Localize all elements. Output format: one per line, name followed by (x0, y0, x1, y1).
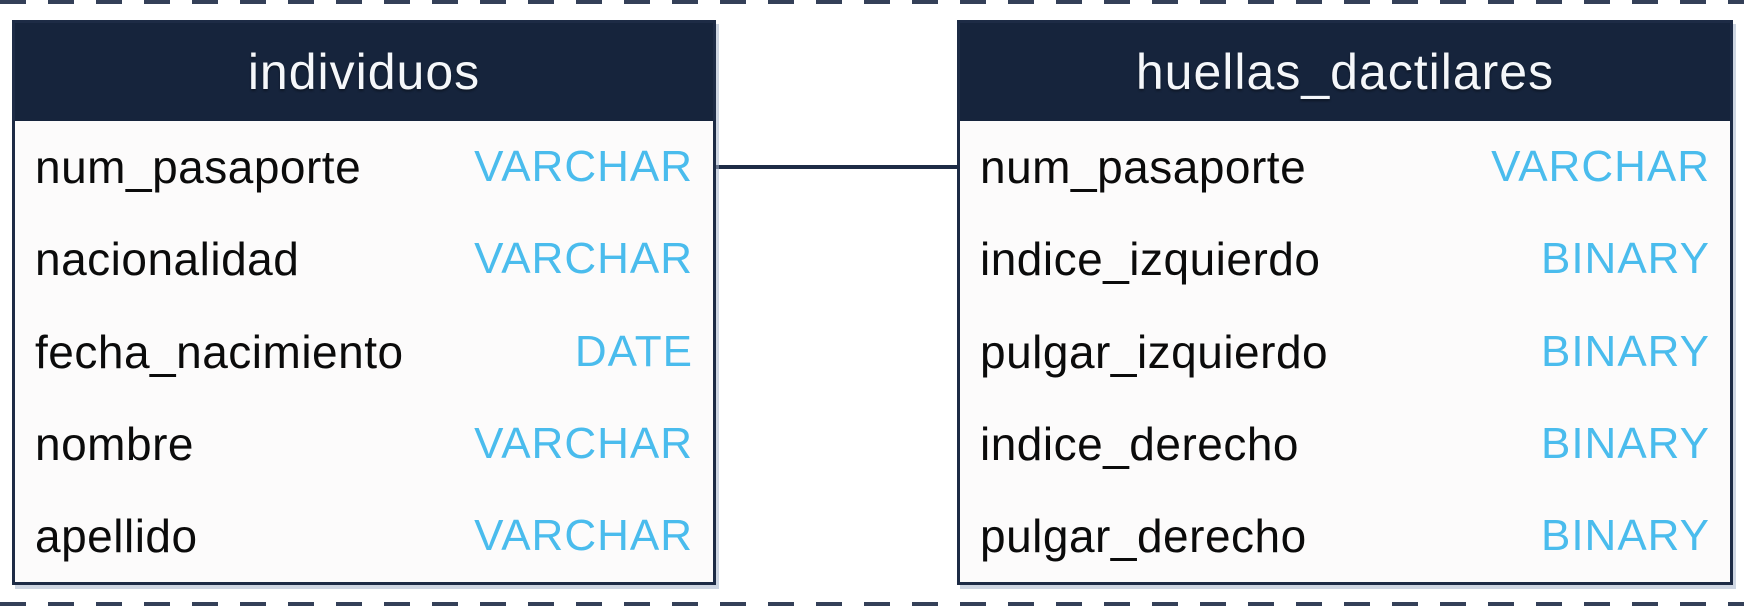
field-row-indice_izquierdo[interactable]: indice_izquierdo BINARY (960, 213, 1730, 305)
table-header-huellas-dactilares[interactable]: huellas_dactilares (960, 23, 1730, 121)
field-name: indice_derecho (980, 417, 1300, 470)
field-row-fecha_nacimiento[interactable]: fecha_nacimiento DATE (15, 305, 713, 397)
field-name: nombre (35, 417, 194, 470)
field-type: VARCHAR (1491, 142, 1710, 192)
field-name: num_pasaporte (980, 141, 1307, 194)
field-type: BINARY (1540, 418, 1710, 468)
field-name: apellido (35, 509, 198, 562)
field-row-indice_derecho[interactable]: indice_derecho BINARY (960, 398, 1730, 490)
field-row-nombre[interactable]: nombre VARCHAR (15, 398, 713, 490)
field-row-pulgar_izquierdo[interactable]: pulgar_izquierdo BINARY (960, 305, 1730, 397)
field-row-nacionalidad[interactable]: nacionalidad VARCHAR (15, 213, 713, 305)
table-huellas-dactilares[interactable]: huellas_dactilares num_pasaporte VARCHAR i… (957, 20, 1733, 585)
top-dashed-trim-line (0, 0, 1744, 4)
field-type: DATE (574, 326, 693, 376)
field-name: pulgar_izquierdo (980, 325, 1329, 378)
field-row-pulgar_derecho[interactable]: pulgar_derecho BINARY (960, 490, 1730, 582)
field-type: VARCHAR (474, 418, 693, 468)
field-name: pulgar_derecho (980, 509, 1307, 562)
relationship-line-num-pasaporte[interactable] (716, 165, 957, 169)
field-type: VARCHAR (474, 234, 693, 284)
field-row-apellido[interactable]: apellido VARCHAR (15, 490, 713, 582)
field-type: VARCHAR (474, 510, 693, 560)
field-row-num_pasaporte[interactable]: num_pasaporte VARCHAR (960, 121, 1730, 213)
field-type: VARCHAR (474, 142, 693, 192)
field-name: fecha_nacimiento (35, 325, 404, 378)
field-type: BINARY (1540, 326, 1710, 376)
field-name: indice_izquierdo (980, 233, 1321, 286)
field-row-num_pasaporte[interactable]: num_pasaporte VARCHAR (15, 121, 713, 213)
table-header-individuos[interactable]: individuos (15, 23, 713, 121)
field-name: nacionalidad (35, 233, 300, 286)
bottom-dashed-trim-line (0, 602, 1744, 606)
field-type: BINARY (1540, 234, 1710, 284)
field-name: num_pasaporte (35, 141, 362, 194)
field-type: BINARY (1540, 510, 1710, 560)
